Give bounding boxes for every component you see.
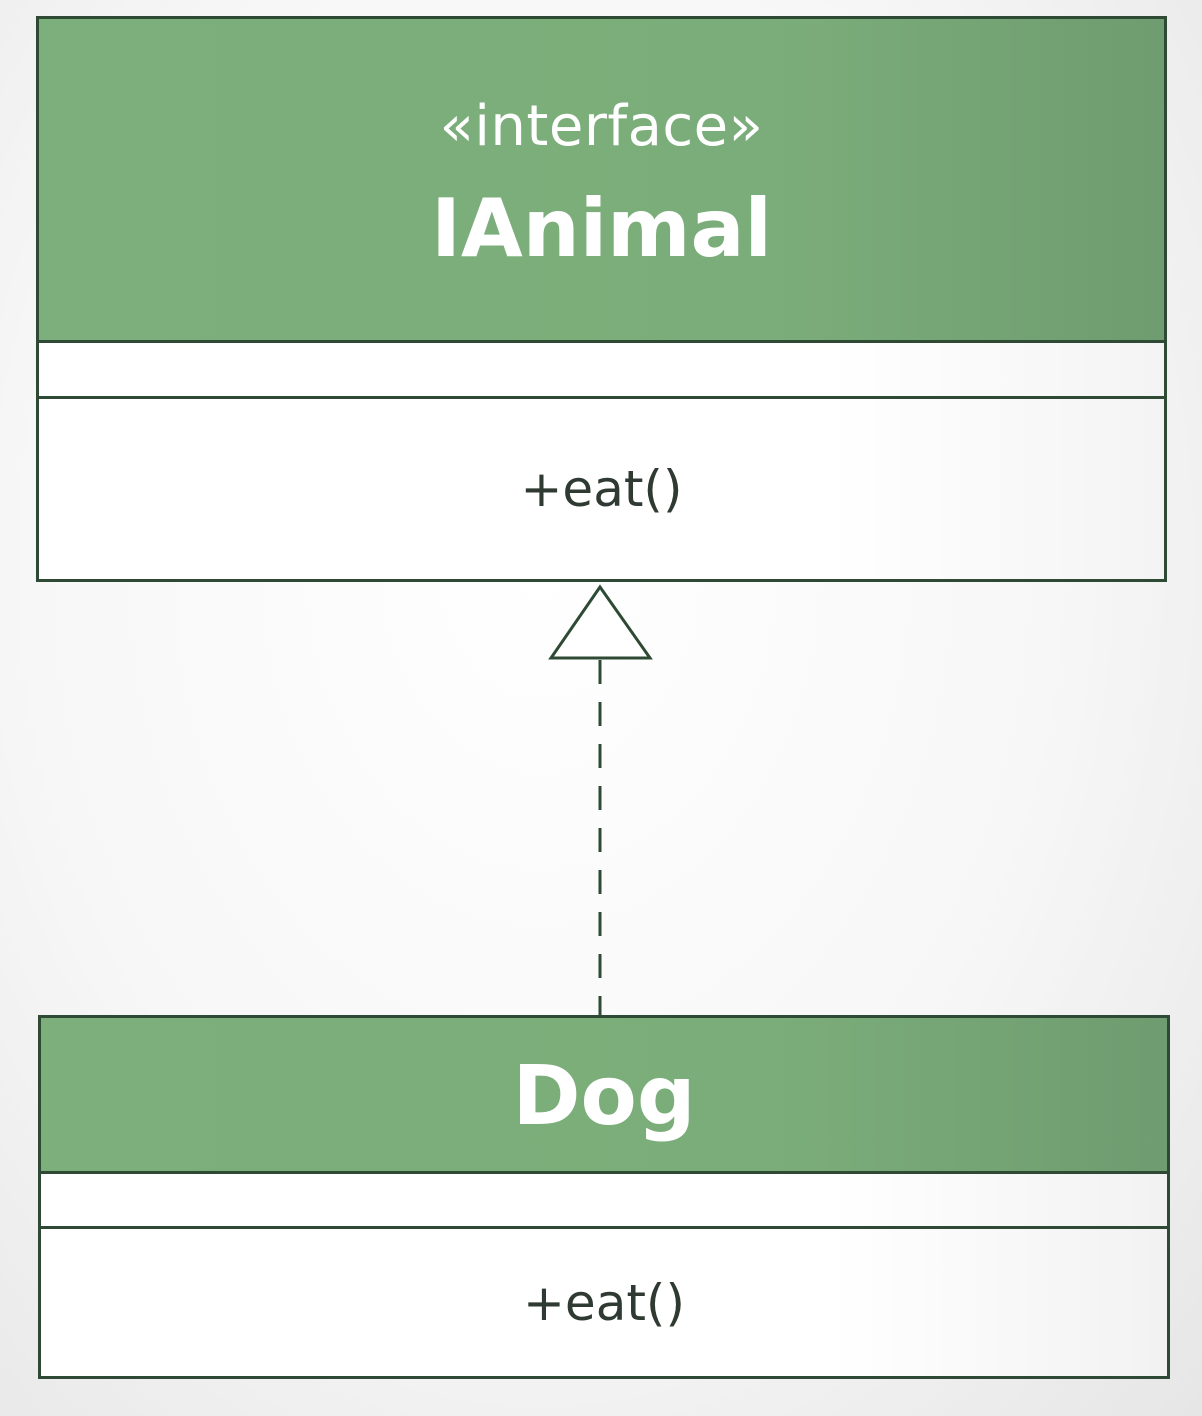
ianimal-attributes-compartment	[39, 343, 1164, 399]
interface-stereotype: «interface»	[439, 93, 764, 159]
dog-header: Dog	[41, 1018, 1167, 1174]
dog-attributes-compartment	[41, 1174, 1167, 1229]
dog-operations-compartment: +eat()	[41, 1229, 1167, 1376]
dog-class: Dog +eat()	[38, 1015, 1170, 1379]
ianimal-operation-eat: +eat()	[520, 460, 683, 518]
ianimal-operations-compartment: +eat()	[39, 399, 1164, 579]
dog-class-name: Dog	[512, 1048, 696, 1144]
realization-arrowhead	[548, 584, 653, 660]
ianimal-interface-class: «interface» IAnimal +eat()	[36, 16, 1167, 582]
ianimal-header: «interface» IAnimal	[39, 19, 1164, 343]
dog-operation-eat: +eat()	[523, 1273, 685, 1332]
ianimal-class-name: IAnimal	[431, 181, 772, 275]
